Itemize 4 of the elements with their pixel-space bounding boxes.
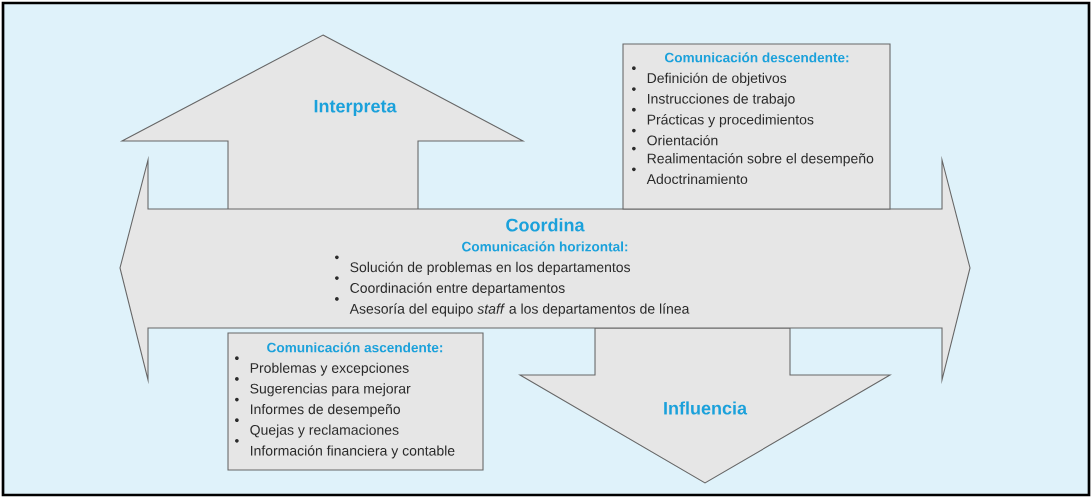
pointed-panel: Influencia bbox=[518, 327, 892, 484]
node-label: Influencia bbox=[664, 401, 748, 415]
text-box: Comunicación descendente: Definición de objetivos Instrucciones de trabajo Prácticas y procedimientos Orientación Realimentación sobre el desempeño Adoctrinamiento bbox=[622, 43, 891, 210]
text-box: Comunicación ascendente: Problemas y excepciones Sugerencias para mejorar Informes de desempeño Quejas y reclamaciones Información financiera y contable bbox=[227, 332, 484, 471]
